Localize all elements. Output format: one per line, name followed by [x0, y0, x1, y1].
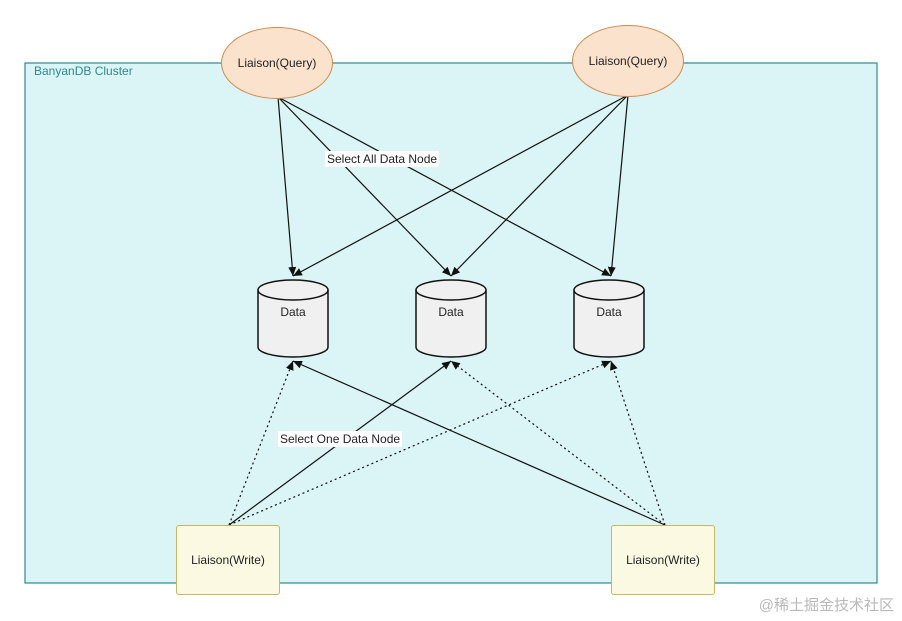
liaison-write-label: Liaison(Write) [626, 553, 700, 567]
data-node-3-shape [573, 279, 645, 358]
edge-w2-d3 [610, 360, 666, 526]
liaison-write-label: Liaison(Write) [191, 553, 265, 567]
watermark: @稀土掘金技术社区 [758, 597, 894, 614]
data-node-1-shape [257, 279, 329, 358]
liaison-query-node-1: Liaison(Query) [221, 27, 333, 99]
liaison-write-node-2: Liaison(Write) [611, 525, 715, 595]
edge-q2-d3 [607, 94, 629, 277]
edge-q1-d1 [277, 96, 297, 277]
liaison-query-label: Liaison(Query) [588, 54, 668, 68]
query-edge-label: Select All Data Node [325, 151, 440, 167]
liaison-write-node-1: Liaison(Write) [176, 525, 280, 595]
write-edge-label: Select One Data Node [278, 431, 403, 447]
liaison-query-node-2: Liaison(Query) [572, 25, 684, 97]
query-edges [277, 94, 629, 277]
cluster-label: BanyanDB Cluster [34, 64, 133, 78]
liaison-query-label: Liaison(Query) [237, 56, 317, 70]
edge-q1-d2 [277, 96, 452, 277]
edge-q2-d2 [450, 94, 629, 277]
edge-q1-d3 [277, 96, 612, 277]
data-node-3-label: Data [596, 305, 622, 319]
edge-w2-d1 [292, 360, 666, 526]
data-node-2-shape [415, 279, 487, 358]
data-node-2-label: Data [438, 305, 464, 319]
write-edges-dotted [228, 360, 666, 526]
edge-q2-d1 [292, 94, 629, 277]
edge-w1-d3 [228, 360, 612, 526]
data-node-1-label: Data [280, 305, 306, 319]
edge-w1-d1 [228, 360, 294, 526]
